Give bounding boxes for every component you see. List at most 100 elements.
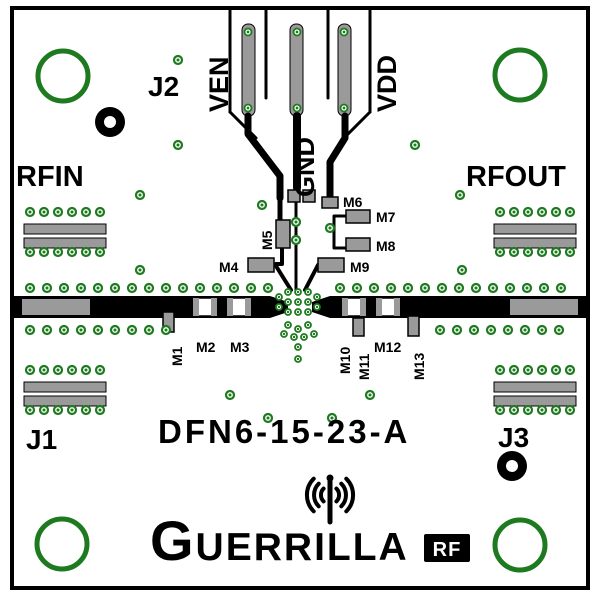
via-drill (28, 368, 32, 372)
via-drill (28, 250, 32, 254)
via-drill (296, 300, 300, 304)
via-drill (423, 286, 427, 290)
stub-pad (23, 223, 107, 235)
via-drill (568, 210, 572, 214)
antenna-wave-right-1 (334, 486, 342, 504)
via-drill (554, 408, 558, 412)
via-drill (277, 305, 281, 309)
via-drill (342, 30, 346, 34)
logo-rf-box (424, 534, 470, 562)
via-drill (512, 250, 516, 254)
via-drill (554, 250, 558, 254)
via-drill (130, 328, 134, 332)
edge-launch-pad-right (510, 299, 578, 315)
label-m8: M8 (376, 238, 396, 254)
via-drill (292, 335, 296, 339)
stub-pad (23, 381, 107, 393)
silkscreen-labels: J2 RFIN RFOUT J1 J3 VEN VDD GND DFN6-15-… (16, 55, 566, 455)
via-drill (306, 290, 310, 294)
via-drill (164, 328, 168, 332)
label-m9: M9 (350, 259, 370, 275)
label-m13: M13 (411, 353, 427, 380)
via-drill (540, 328, 544, 332)
via-drill (84, 250, 88, 254)
stub-pad (23, 395, 107, 407)
via-drill (525, 286, 529, 290)
via-drill (455, 328, 459, 332)
via-drill (198, 286, 202, 290)
via-drill (176, 143, 180, 147)
component-pad-m5 (275, 219, 291, 249)
via-drill (277, 295, 281, 299)
component-pad-m7 (345, 209, 371, 224)
stub-pad (493, 237, 577, 249)
via-drill (56, 368, 60, 372)
via-drill (181, 286, 185, 290)
via-drill (413, 143, 417, 147)
label-m1: M1 (169, 346, 185, 366)
connector-slot-pad (337, 23, 352, 117)
mounting-hole (492, 517, 548, 573)
label-vdd: VDD (372, 55, 402, 112)
tooling-holes (95, 107, 527, 481)
via-drill (296, 327, 300, 331)
connector-slot-pad (241, 23, 256, 117)
antenna-wave-right-3 (344, 476, 356, 514)
via-drill (79, 328, 83, 332)
via-drill (147, 286, 151, 290)
antenna-wave-left-3 (304, 476, 316, 514)
via-drill (286, 310, 290, 314)
via-drill (330, 416, 334, 420)
via-drill (98, 210, 102, 214)
component-pad-m6 (321, 196, 339, 209)
component-pad-m10 (341, 297, 367, 317)
via-drill (164, 286, 168, 290)
label-gnd: GND (290, 137, 320, 197)
antenna-wave-left-2 (312, 481, 321, 509)
via-drill (70, 368, 74, 372)
via-drill (266, 416, 270, 420)
antenna-wave-left-1 (318, 486, 326, 504)
via-drill (45, 286, 49, 290)
via-drill (246, 30, 250, 34)
label-m12: M12 (374, 339, 401, 355)
label-m7: M7 (376, 209, 396, 225)
via-drill (113, 286, 117, 290)
via-drill (286, 300, 290, 304)
via-drill (176, 58, 180, 62)
via-drill (438, 328, 442, 332)
via-drill (540, 250, 544, 254)
label-m4: M4 (219, 259, 239, 275)
mounting-hole (35, 48, 91, 104)
label-j1: J1 (26, 424, 57, 455)
via-drill (266, 286, 270, 290)
via-drill (489, 328, 493, 332)
top-connector-footprint (228, 6, 372, 140)
via-drill (113, 328, 117, 332)
via-drill (138, 268, 142, 272)
via-drill (246, 106, 250, 110)
via-drill (342, 106, 346, 110)
logo-brand-text: Guerrilla (150, 509, 409, 572)
via-drill (294, 220, 298, 224)
guerrilla-logo: Guerrilla RF (150, 474, 470, 572)
via-drill (526, 210, 530, 214)
via-drill (512, 408, 516, 412)
via-drill (557, 328, 561, 332)
logo-rf-text: RF (433, 539, 462, 561)
via-drill (315, 295, 319, 299)
gnd-pad (287, 189, 301, 203)
antenna-icon (304, 474, 356, 525)
via-drill (130, 286, 134, 290)
stub-pad (493, 381, 577, 393)
via-drill (457, 286, 461, 290)
stub-pad (493, 223, 577, 235)
via-drill (512, 368, 516, 372)
via-drill (28, 328, 32, 332)
antenna-tip (326, 474, 334, 482)
label-m6: M6 (343, 194, 363, 210)
bias-trace-2 (274, 246, 284, 266)
tooling-hole-drill (506, 460, 518, 472)
via-drill (526, 250, 530, 254)
